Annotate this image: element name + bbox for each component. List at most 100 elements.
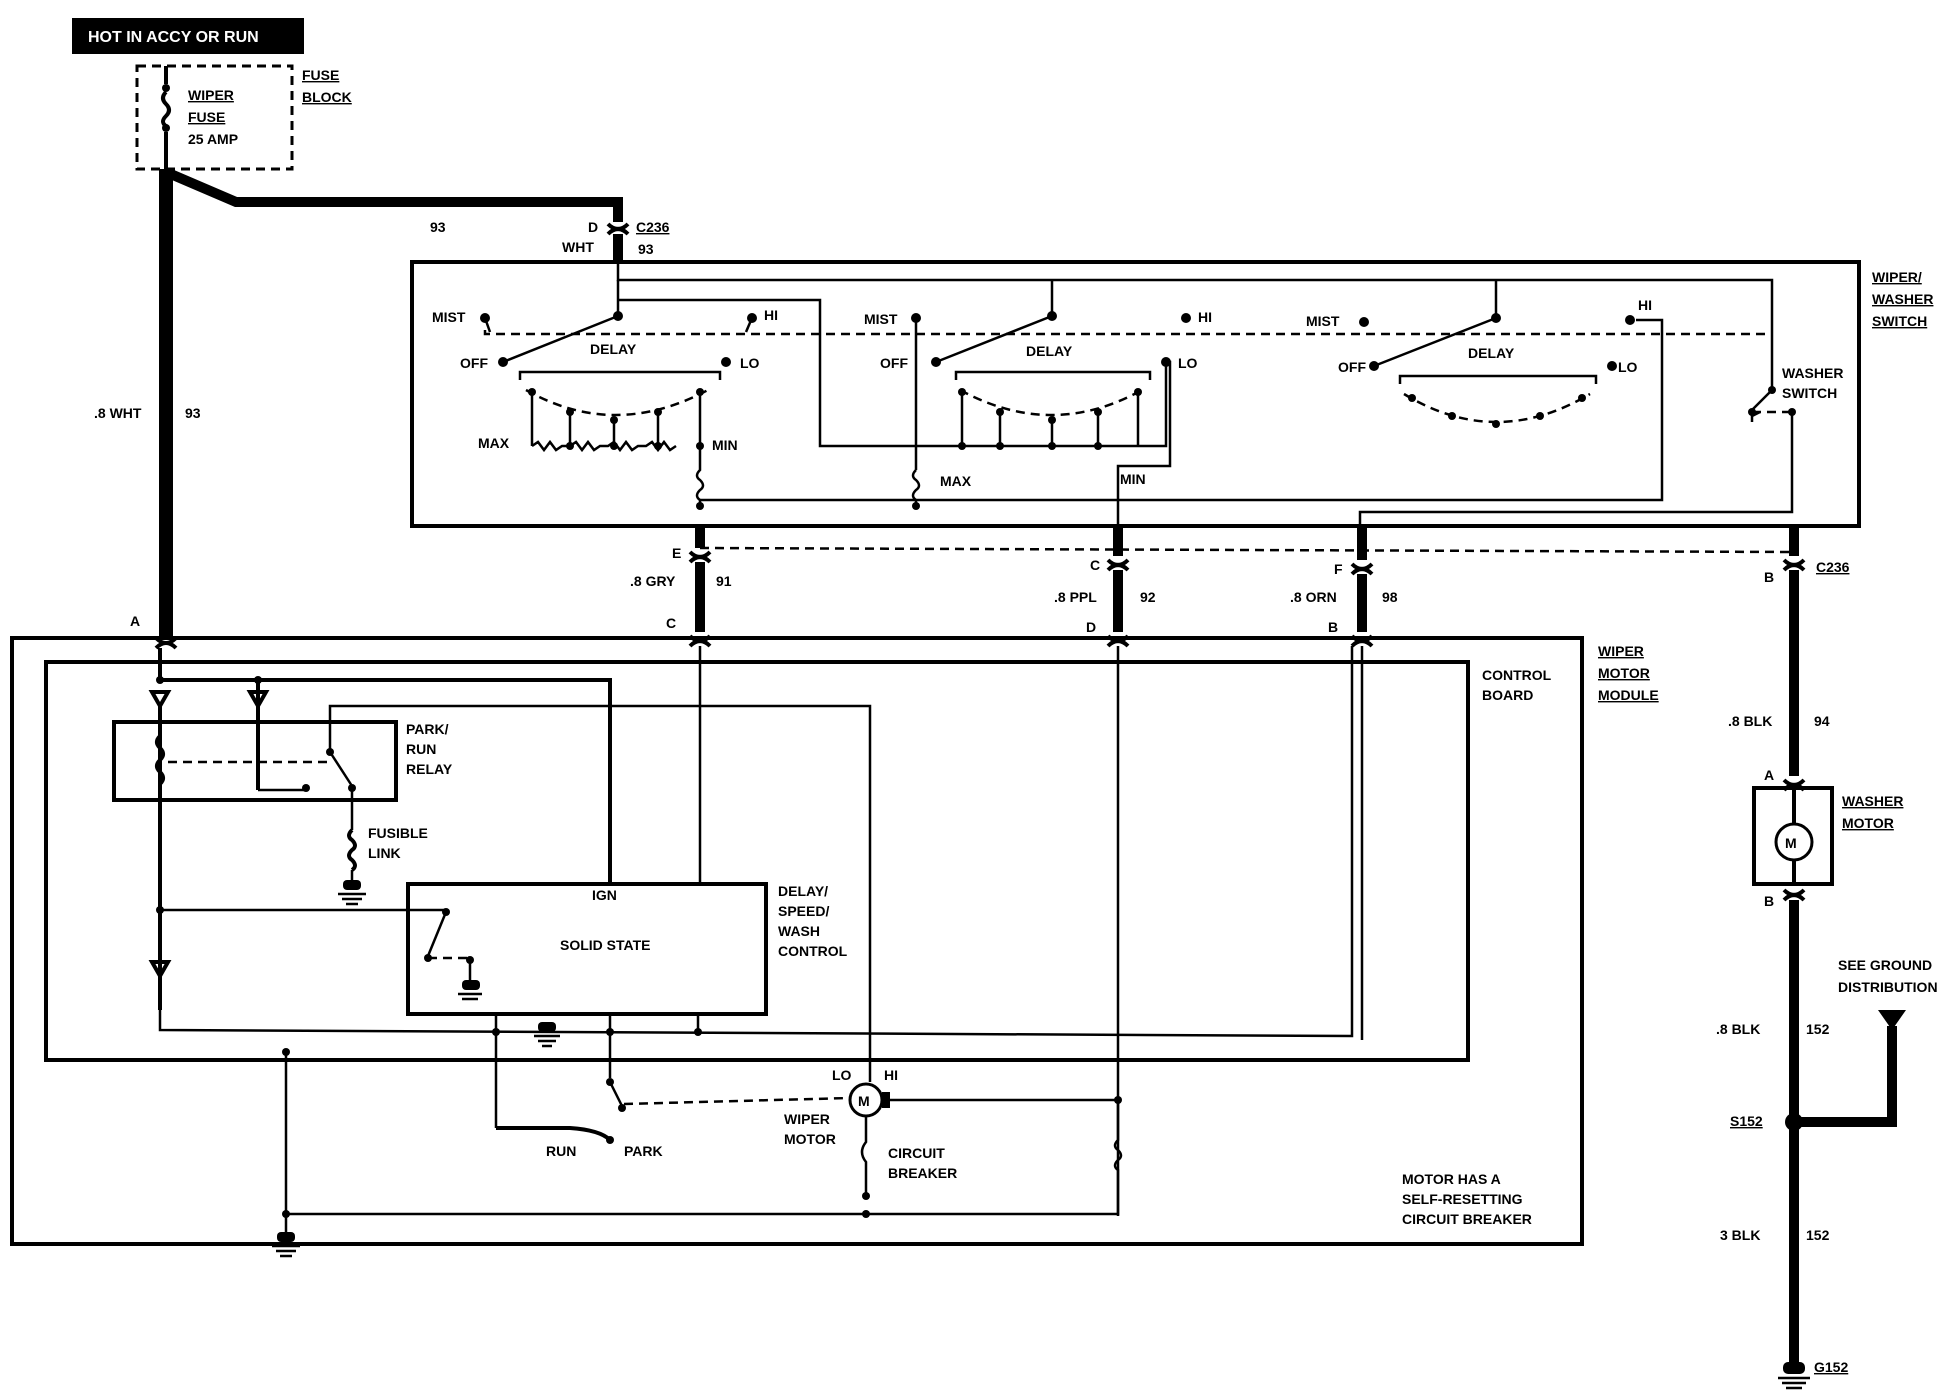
switch-label-3: SWITCH [1872, 313, 1927, 329]
switch-label-2: WASHER [1872, 291, 1933, 307]
park-label: PARK [624, 1143, 663, 1159]
pin-b-lower: B [1328, 619, 1338, 635]
dsw-label-3: WASH [778, 923, 820, 939]
fuse-block-label-1: FUSE [302, 67, 339, 83]
c236-top-pin-d: D [588, 219, 598, 235]
run-park-switch: RUN PARK [496, 1078, 851, 1159]
s1-mist: MIST [432, 309, 466, 325]
pin-e: E [672, 545, 681, 561]
gry-circuit: 91 [716, 573, 732, 589]
fusible-label-2: LINK [368, 845, 401, 861]
wiper-motor-label-1: WIPER [784, 1111, 830, 1127]
blk-color-3: 3 BLK [1720, 1227, 1760, 1243]
control-board-label-1: CONTROL [1482, 667, 1552, 683]
s2-off: OFF [880, 355, 908, 371]
note-line-2: SELF-RESETTING [1402, 1191, 1523, 1207]
washer-pin-b: B [1764, 893, 1774, 909]
s2-delay: DELAY [1026, 343, 1073, 359]
c236-lower-connector: E .8 GRY 91 C C .8 PPL 92 D F .8 ORN 98 … [130, 526, 1850, 1216]
ppl-color: .8 PPL [1054, 589, 1097, 605]
circuit-breaker-label-2: BREAKER [888, 1165, 957, 1181]
s2-min: MIN [1120, 471, 1146, 487]
pin-d-lower: D [1086, 619, 1096, 635]
s1-min: MIN [712, 437, 738, 453]
s3-off: OFF [1338, 359, 1366, 375]
orn-color: .8 ORN [1290, 589, 1337, 605]
switch-section-2: MIST HI OFF DELAY LO MAX MIN [618, 280, 1212, 540]
module-label-3: MODULE [1598, 687, 1659, 703]
relay-label-3: RELAY [406, 761, 453, 777]
dsw-label-4: CONTROL [778, 943, 848, 959]
wiper-motor: M LO HI WIPER MOTOR CIRCUIT BREAKER [784, 1040, 1122, 1218]
solid-state-control: IGN SOLID STATE DELAY/ SPEED/ WASH CONTR… [156, 882, 848, 1016]
ppl-circuit: 92 [1140, 589, 1156, 605]
ground-ref-1: SEE GROUND [1838, 957, 1932, 973]
s1-off: OFF [460, 355, 488, 371]
washer-pin-a: A [1764, 767, 1774, 783]
fuse-label-2: FUSE [188, 109, 225, 125]
wire-93-label: 93 [430, 219, 446, 235]
fusible-link: FUSIBLE LINK [338, 790, 428, 906]
s3-hi: HI [1638, 297, 1652, 313]
note-line-1: MOTOR HAS A [1402, 1171, 1501, 1187]
s1-delay: DELAY [590, 341, 637, 357]
orn-circuit: 98 [1382, 589, 1398, 605]
c236-right-label: C236 [1816, 559, 1850, 575]
blk-color-1: .8 BLK [1728, 713, 1772, 729]
washer-motor-circuit: .8 BLK 94 A M WASHER MOTOR B .8 BLK 152 … [1716, 570, 1938, 1390]
circuit-93-feed: 93 .8 WHT 93 [94, 167, 623, 636]
pin-c-upper: C [1090, 557, 1100, 573]
solid-state-label: SOLID STATE [560, 937, 650, 953]
c236-top-circuit: 93 [638, 241, 654, 257]
c236-top-label: C236 [636, 219, 670, 235]
pin-c-lower: C [666, 615, 676, 631]
blk-circuit-2: 152 [1806, 1021, 1830, 1037]
splice-label: S152 [1730, 1113, 1763, 1129]
switch-1-resistor-ladder [528, 388, 704, 453]
fuse-block-label-2: BLOCK [302, 89, 352, 105]
s3-lo: LO [1618, 359, 1638, 375]
blk-color-2: .8 BLK [1716, 1021, 1760, 1037]
ground-ref-2: DISTRIBUTION [1838, 979, 1938, 995]
ign-label: IGN [592, 887, 617, 903]
module-label-2: MOTOR [1598, 665, 1650, 681]
wire-93-label-2: 93 [185, 405, 201, 421]
washer-switch: WASHER SWITCH [1358, 365, 1843, 526]
s3-delay: DELAY [1468, 345, 1515, 361]
header-label: HOT IN ACCY OR RUN [88, 29, 259, 46]
relay-label-2: RUN [406, 741, 436, 757]
fuse-rating: 25 AMP [188, 131, 238, 147]
s2-max: MAX [940, 473, 972, 489]
gry-color: .8 GRY [630, 573, 676, 589]
wiper-motor-label-2: MOTOR [784, 1131, 836, 1147]
wiper-washer-switch: WIPER/ WASHER SWITCH [410, 260, 1933, 540]
washer-motor-symbol: M [1785, 835, 1797, 851]
fuse-label-1: WIPER [188, 87, 234, 103]
pin-a-left: A [130, 613, 140, 629]
s2-lo: LO [1178, 355, 1198, 371]
s2-hi: HI [1198, 309, 1212, 325]
run-label: RUN [546, 1143, 576, 1159]
switch-section-1: MIST HI OFF DELAY LO MAX MIN [432, 280, 778, 510]
wiper-motor-module: WIPER MOTOR MODULE CONTROL BOARD PARK/ R… [10, 636, 1659, 1258]
fusible-label-1: FUSIBLE [368, 825, 428, 841]
c236-top-connector: D C236 WHT 93 [562, 219, 670, 262]
power-source-header: HOT IN ACCY OR RUN [72, 18, 304, 54]
dsw-label-1: DELAY/ [778, 883, 828, 899]
blk-circuit-1: 94 [1814, 713, 1830, 729]
switch-label-1: WIPER/ [1872, 269, 1922, 285]
motor-hi: HI [884, 1067, 898, 1083]
fuse-block: WIPER FUSE 25 AMP FUSE BLOCK [135, 64, 352, 171]
control-board-label-2: BOARD [1482, 687, 1533, 703]
c236-top-color: WHT [562, 239, 594, 255]
s1-max: MAX [478, 435, 510, 451]
relay-label-1: PARK/ [406, 721, 449, 737]
circuit-breaker-label-1: CIRCUIT [888, 1145, 945, 1161]
park-run-relay: PARK/ RUN RELAY [112, 704, 872, 1040]
washer-motor-label-2: MOTOR [1842, 815, 1894, 831]
ground-g152: G152 [1814, 1359, 1848, 1375]
pin-f: F [1334, 561, 1343, 577]
washer-motor-label-1: WASHER [1842, 793, 1903, 809]
washer-switch-label-1: WASHER [1782, 365, 1843, 381]
